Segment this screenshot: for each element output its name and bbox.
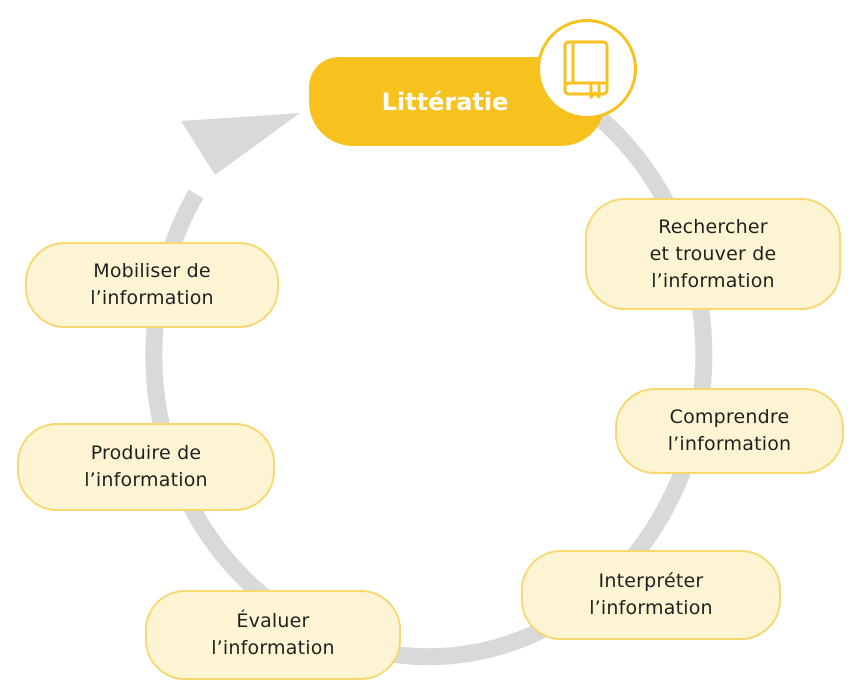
step-label: Produire de l’information bbox=[84, 442, 208, 491]
step-rechercher: Rechercher et trouver de l’information bbox=[585, 198, 841, 310]
step-evaluer: Évaluer l’information bbox=[145, 590, 401, 680]
title-text: Littératie bbox=[381, 87, 509, 116]
step-label: Interpréter l’information bbox=[589, 570, 713, 619]
step-produire: Produire de l’information bbox=[17, 423, 275, 511]
step-comprendre: Comprendre l’information bbox=[615, 388, 844, 474]
step-mobiliser: Mobiliser de l’information bbox=[25, 242, 279, 328]
step-label: Mobiliser de l’information bbox=[90, 260, 214, 309]
book-icon bbox=[563, 40, 609, 99]
step-label: Comprendre l’information bbox=[667, 406, 792, 455]
book-badge bbox=[537, 19, 637, 119]
step-label: Évaluer l’information bbox=[211, 610, 335, 659]
step-label: Rechercher et trouver de l’information bbox=[649, 215, 777, 292]
step-interpreter: Interpréter l’information bbox=[521, 550, 781, 640]
cycle-arrowhead bbox=[181, 113, 300, 175]
